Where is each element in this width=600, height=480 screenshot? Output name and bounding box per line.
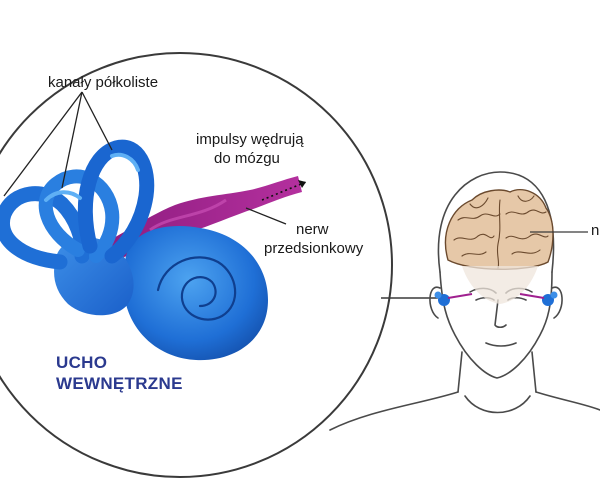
dotted-arrow-icon <box>261 180 307 201</box>
ear-left-icon <box>434 291 473 306</box>
magnifier-circle <box>0 52 393 478</box>
label-impulses-2: do mózgu <box>214 150 280 167</box>
label-nerve-1: nerw <box>296 221 329 238</box>
label-impulses-1: impulsy wędrują <box>196 131 304 148</box>
canal-top <box>77 139 155 264</box>
label-cut: n <box>591 222 600 239</box>
label-canals: kanały półkoliste <box>48 74 159 91</box>
ear-right-icon <box>519 291 558 306</box>
label-pointers <box>3 91 287 225</box>
title-line-2: WEWNĘTRZNE <box>56 374 183 393</box>
cochlea <box>125 225 268 361</box>
inner-ear-icon <box>0 139 302 361</box>
brain-icon <box>444 189 554 304</box>
label-nerve-2: przedsionkowy <box>264 240 364 257</box>
title-line-1: UCHO <box>56 353 108 372</box>
canal-back <box>0 186 90 270</box>
